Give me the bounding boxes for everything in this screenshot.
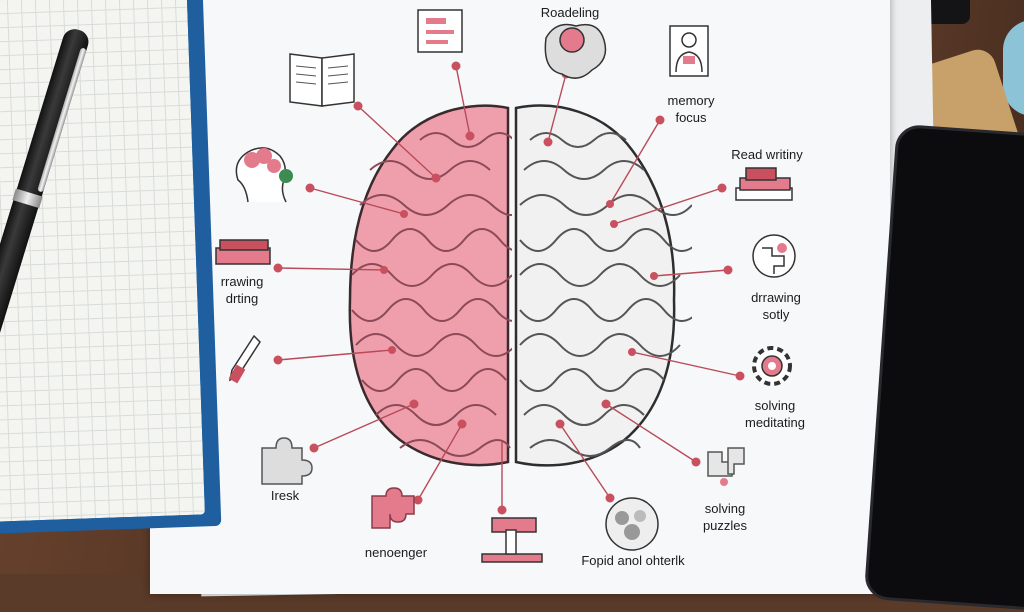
pen-icon <box>228 334 261 384</box>
brain-gear-icon <box>544 23 607 79</box>
label-drawing-left-1: rrawing <box>220 274 264 289</box>
label-focus: focus <box>675 110 707 125</box>
left-gyri <box>351 132 512 457</box>
brain-right-hemisphere <box>514 104 676 467</box>
label-roadeling: Roadeling <box>540 5 600 20</box>
label-puzzles: puzzles <box>702 518 748 533</box>
coffee-cup <box>1003 20 1024 116</box>
connector-lines <box>277 65 741 510</box>
label-drawing-right-1: drrawing <box>751 290 801 305</box>
open-book-icon <box>289 53 355 107</box>
label-memory: memory <box>667 93 715 108</box>
right-gyri <box>519 132 692 457</box>
label-drawing-right-2: sotly <box>762 307 790 322</box>
connector-dots <box>273 61 745 515</box>
gear-icon <box>752 346 792 386</box>
label-iresk: Iresk <box>270 488 300 503</box>
books-stack-icon <box>735 167 793 201</box>
document-icon <box>417 9 463 53</box>
label-bottom: Fopid anol ohterlk <box>581 553 685 568</box>
microscope-icon <box>481 517 543 563</box>
label-drawing-left-2: drting <box>225 291 259 306</box>
label-read-writing: Read writiny <box>731 147 803 162</box>
gear-brain-icon <box>605 497 659 551</box>
label-meditating: meditating <box>745 415 805 430</box>
head-profile-icon <box>235 147 293 203</box>
puzzle-piece-icon <box>261 437 313 485</box>
label-solving-2: solving <box>704 501 746 516</box>
puzzle-brain-icon <box>752 234 796 278</box>
puzzle-pieces-icon <box>707 447 745 486</box>
book-icon <box>215 239 271 265</box>
label-nenoenger: nenoenger <box>364 545 428 560</box>
jigsaw-icon <box>371 487 415 529</box>
person-icon <box>669 25 709 77</box>
label-solving-1: solving <box>754 398 796 413</box>
brain-diagram <box>215 9 796 563</box>
